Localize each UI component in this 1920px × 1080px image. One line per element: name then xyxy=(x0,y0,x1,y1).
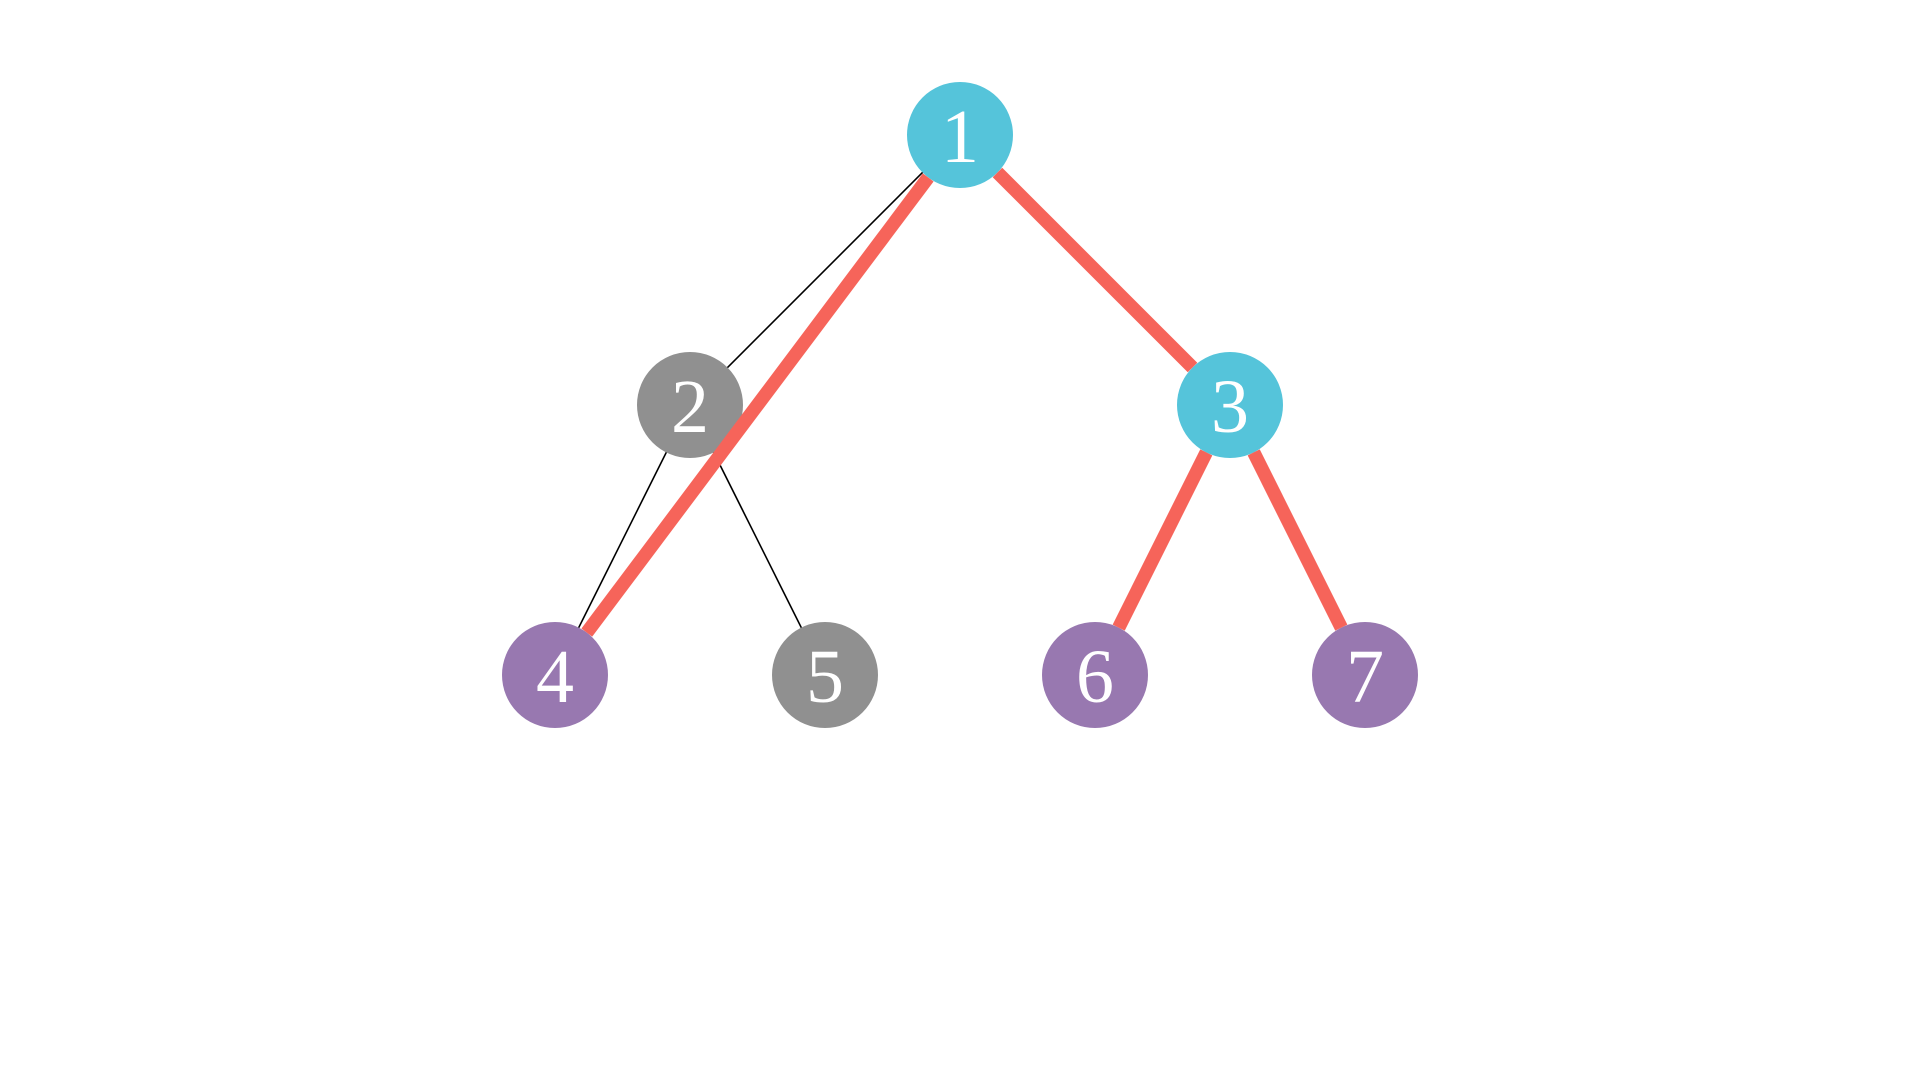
node-labels-layer: 1 2 3 4 5 6 7 xyxy=(536,95,1384,719)
tree-node-6 xyxy=(1042,622,1148,728)
tree-node-5 xyxy=(772,622,878,728)
node-label-5: 5 xyxy=(806,635,844,719)
node-label-4: 4 xyxy=(536,635,574,719)
tree-node-1 xyxy=(907,82,1013,188)
edge-1-2 xyxy=(726,171,924,369)
tree-node-3 xyxy=(1177,352,1283,458)
node-label-2: 2 xyxy=(671,365,709,449)
edge-3-6-highlighted xyxy=(1112,449,1213,631)
edge-1-4-highlighted xyxy=(581,173,934,637)
edge-3-7-highlighted xyxy=(1247,449,1348,631)
tree-edges-layer xyxy=(577,171,924,628)
tree-node-4 xyxy=(502,622,608,728)
node-label-7: 7 xyxy=(1346,635,1384,719)
node-label-3: 3 xyxy=(1211,365,1249,449)
edge-1-3-highlighted xyxy=(992,167,1198,373)
highlighted-path-layer xyxy=(581,167,1348,637)
edge-2-4 xyxy=(577,452,668,628)
tree-node-2 xyxy=(637,352,743,458)
tree-node-7 xyxy=(1312,622,1418,728)
node-label-1: 1 xyxy=(941,95,979,179)
edge-2-5 xyxy=(712,452,803,628)
nodes-layer xyxy=(502,82,1418,728)
node-label-6: 6 xyxy=(1076,635,1114,719)
